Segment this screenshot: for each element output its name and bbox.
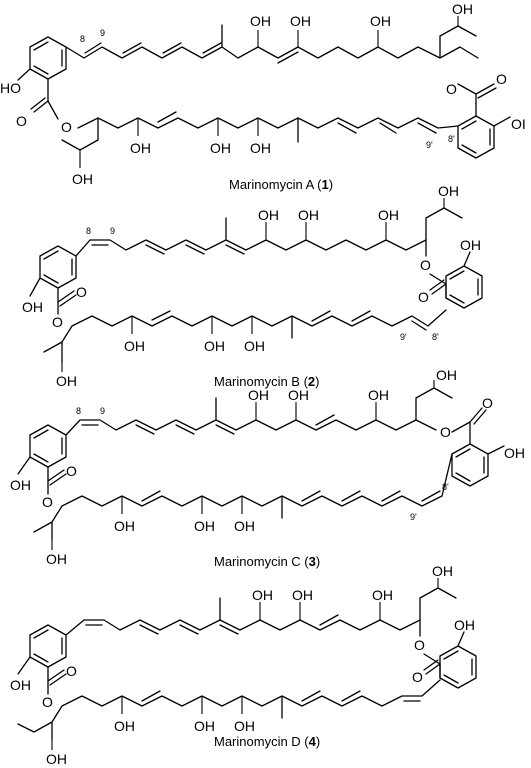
hydroxyl-label: OH	[250, 140, 271, 156]
hydroxyl-label: OH	[124, 338, 145, 354]
carbonyl-oxygen-label: O	[418, 289, 429, 305]
locant-8-prime: 8'	[432, 332, 439, 342]
locant-9: 9	[110, 226, 115, 236]
hydroxyl-label: OH	[46, 551, 67, 567]
hydroxyl-label: OH	[452, 1, 473, 17]
hydroxyl-label: OH	[298, 207, 319, 223]
hydroxyl-label: OH	[234, 518, 255, 534]
carbonyl-oxygen-label: O	[496, 71, 507, 87]
structure-marinomycin-b: OH O O 8 9 OH OH OH OH O O	[22, 183, 483, 389]
hydroxyl-label: OH	[432, 563, 453, 579]
hydroxyl-label: OH	[378, 207, 399, 223]
hydroxyl-label: OH	[114, 718, 135, 734]
hydroxyl-label: OH	[194, 718, 215, 734]
hydroxyl-label: OH	[368, 387, 389, 403]
hydroxyl-label: OH	[204, 338, 225, 354]
hydroxyl-label: OH	[46, 751, 67, 767]
hydroxyl-label: OI	[511, 116, 526, 132]
left-benzene-ring	[29, 424, 67, 468]
left-benzene-ring	[29, 36, 67, 80]
hydroxyl-label: OH	[244, 338, 265, 354]
right-benzene-ring	[445, 265, 483, 309]
carbonyl-oxygen-label: O	[412, 669, 423, 685]
right-benzene-ring	[451, 443, 489, 487]
hydroxyl-label: OH	[22, 299, 43, 315]
hydroxyl-label: OH	[372, 587, 393, 603]
ester-oxygen-label: O	[61, 119, 72, 135]
ester-oxygen-label: O	[414, 637, 425, 653]
hydroxyl-label: OH	[288, 387, 309, 403]
left-benzene-ring	[39, 245, 77, 289]
hydroxyl-label: OH	[290, 13, 311, 29]
locant-9: 9	[100, 406, 105, 416]
carbonyl-oxygen-label: O	[66, 663, 77, 679]
hydroxyl-label: OH	[56, 373, 77, 389]
hydroxyl-label: OH	[252, 587, 273, 603]
hydroxyl-label: OH	[438, 183, 459, 199]
hydroxyl-label: OH	[194, 518, 215, 534]
carbonyl-oxygen-label: O	[482, 395, 493, 411]
compound-label: Marinomycin A (1)	[229, 177, 333, 192]
locant-9-prime: 9'	[426, 140, 433, 150]
hydroxyl-label: OH	[10, 477, 31, 493]
ester-oxygen-label: O	[440, 424, 451, 440]
hydroxyl-label: OH	[436, 367, 457, 383]
hydroxyl-label: OH	[370, 13, 391, 29]
ester-oxygen-label: O	[446, 81, 457, 97]
ester-oxygen-label: O	[42, 694, 53, 710]
hydroxyl-label: OH	[114, 518, 135, 534]
locant-9-prime: 9'	[410, 512, 417, 522]
structure-marinomycin-d: OH O O OH OH OH OH O O OH	[10, 563, 477, 767]
hydroxyl-label: OH	[234, 718, 255, 734]
hydroxyl-label: OH	[10, 677, 31, 693]
structure-marinomycin-c: OH O O 8 9 OH OH OH OH O O OH	[10, 367, 525, 569]
hydroxyl-label: OH	[130, 140, 151, 156]
locant-8: 8	[76, 406, 81, 416]
hydroxyl-label: OH	[248, 387, 269, 403]
locant-8-prime: 8'	[448, 134, 455, 144]
ester-oxygen-label: O	[42, 494, 53, 510]
carbonyl-oxygen-label: O	[66, 463, 77, 479]
ester-oxygen-label: O	[52, 314, 63, 330]
compound-label: Marinomycin B (2)	[214, 374, 320, 389]
hydroxyl-label: OH	[258, 207, 279, 223]
right-benzene-ring	[439, 645, 477, 689]
carbonyl-oxygen-label: O	[16, 113, 27, 129]
locant-9-prime: 9'	[400, 332, 407, 342]
hydroxyl-label: OH	[72, 171, 93, 187]
structure-marinomycin-a: HO O O 8 9 OH OH OH OH O O	[0, 1, 526, 192]
locant-8: 8	[80, 34, 85, 44]
carbonyl-oxygen-label: O	[76, 284, 87, 300]
hydroxyl-label: OH	[454, 617, 475, 633]
hydroxyl-label: OH	[210, 140, 231, 156]
right-benzene-ring	[457, 115, 495, 159]
hydroxyl-label: OH	[504, 445, 525, 461]
compound-label: Marinomycin D (4)	[214, 734, 320, 749]
locant-8-prime: 8'	[442, 482, 449, 492]
ester-oxygen-label: O	[420, 257, 431, 273]
hydroxyl-label: HO	[0, 80, 21, 96]
locant-8: 8	[86, 226, 91, 236]
left-benzene-ring	[29, 624, 67, 668]
hydroxyl-label: OH	[250, 13, 271, 29]
hydroxyl-label: OH	[292, 587, 313, 603]
compound-label: Marinomycin C (3)	[214, 554, 320, 569]
locant-9: 9	[100, 28, 105, 38]
hydroxyl-label: OH	[460, 237, 481, 253]
